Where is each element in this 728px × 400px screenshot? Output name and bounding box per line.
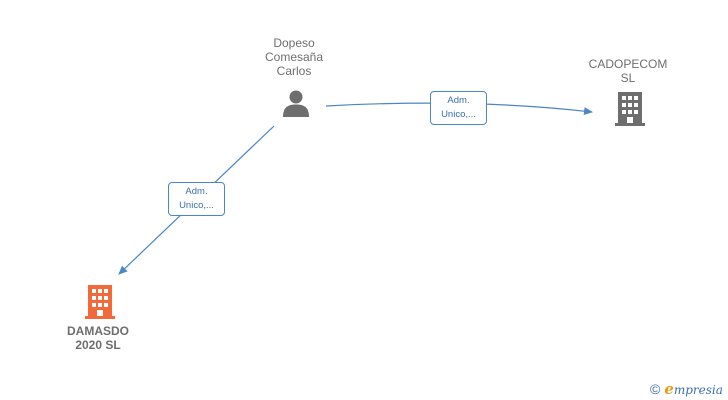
edge-label-line1: Adm. (185, 186, 208, 197)
building-icon[interactable] (614, 91, 646, 127)
person-icon[interactable] (281, 88, 311, 118)
edge-label-line2: Unico,... (179, 200, 214, 211)
company-node-label-damasdo[interactable]: DAMASDO 2020 SL (67, 324, 129, 352)
brand-logo[interactable]: empresia (664, 380, 723, 398)
person-node-label[interactable]: Dopeso Comesaña Carlos (264, 36, 324, 78)
edge-label-line2: Unico,... (441, 109, 476, 120)
building-icon[interactable] (84, 284, 116, 320)
brand-initial: e (664, 380, 674, 398)
brand-footer[interactable]: © empresia (650, 380, 723, 398)
edge-label-line1: Adm. (447, 95, 470, 106)
brand-name: mpresia (673, 383, 723, 397)
copyright-icon: © (650, 381, 661, 397)
edge-label-to-cadopecom[interactable]: Adm. Unico,... (430, 91, 487, 125)
edge-label-to-damasdo[interactable]: Adm. Unico,... (168, 182, 225, 216)
company-node-label-cadopecom[interactable]: CADOPECOM SL (588, 57, 668, 85)
